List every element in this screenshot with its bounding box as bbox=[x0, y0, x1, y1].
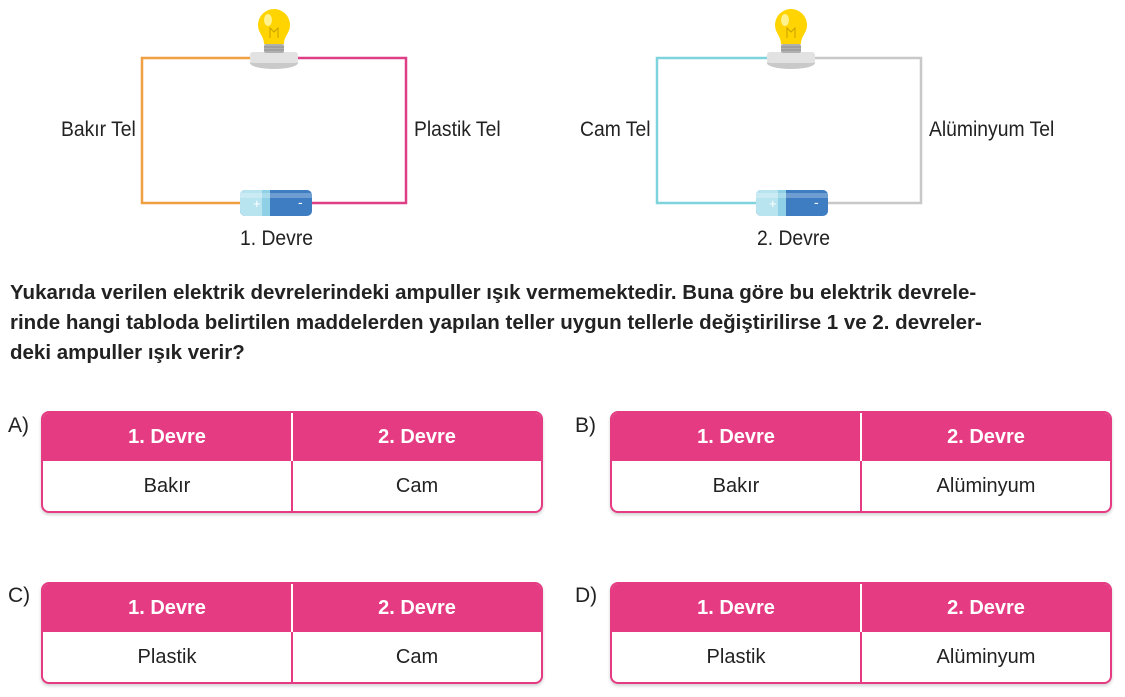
option-c-letter: C) bbox=[8, 584, 31, 607]
right-wire bbox=[296, 56, 408, 205]
right-wire-label: Alüminyum Tel bbox=[929, 118, 1055, 141]
header-cell: 2. Devre bbox=[860, 584, 1110, 632]
svg-text:-: - bbox=[814, 194, 819, 210]
table-row: Bakır Cam bbox=[43, 461, 541, 511]
table-row: Plastik Cam bbox=[43, 632, 541, 682]
header-cell: 2. Devre bbox=[291, 584, 541, 632]
table-header-row: 1. Devre 2. Devre bbox=[43, 413, 541, 461]
table-header-row: 1. Devre 2. Devre bbox=[612, 584, 1110, 632]
option-a-letter: A) bbox=[8, 414, 29, 437]
question-line: Yukarıda verilen elektrik devrelerindeki… bbox=[10, 281, 977, 304]
table-header-row: 1. Devre 2. Devre bbox=[612, 413, 1110, 461]
circuit-name: 1. Devre bbox=[240, 227, 314, 250]
left-wire-label: Cam Tel bbox=[580, 118, 651, 141]
circuit-1: + - Bakır Tel Plastik Tel 1. Devre bbox=[0, 0, 520, 260]
circuit-1-diagram: + - bbox=[140, 9, 408, 216]
light-bulb-icon bbox=[767, 9, 815, 69]
header-cell: 1. Devre bbox=[697, 425, 775, 448]
value-cell: Plastik bbox=[137, 645, 197, 668]
battery-icon: + - bbox=[756, 190, 828, 216]
light-bulb-icon bbox=[250, 9, 298, 69]
table-row: Bakır Alüminyum bbox=[612, 461, 1110, 511]
header-cell: 2. Devre bbox=[860, 413, 1110, 461]
value-cell: Bakır bbox=[143, 474, 191, 497]
circuit-2-diagram: + - bbox=[655, 9, 923, 216]
header-cell: 1. Devre bbox=[128, 425, 206, 448]
header-cell: 1. Devre bbox=[128, 596, 206, 619]
left-wire bbox=[655, 56, 769, 205]
left-wire-label: Bakır Tel bbox=[61, 118, 136, 141]
table-header-row: 1. Devre 2. Devre bbox=[43, 584, 541, 632]
svg-text:+: + bbox=[769, 196, 777, 211]
option-b-letter: B) bbox=[575, 414, 596, 437]
left-wire bbox=[140, 56, 250, 205]
header-cell: 1. Devre bbox=[697, 596, 775, 619]
table-row: Plastik Alüminyum bbox=[612, 632, 1110, 682]
circuit-name: 2. Devre bbox=[757, 227, 831, 250]
option-a-table[interactable]: 1. Devre 2. Devre Bakır Cam bbox=[41, 411, 543, 513]
value-cell: Cam bbox=[291, 632, 541, 682]
value-cell: Alüminyum bbox=[860, 461, 1110, 511]
question-line: deki ampuller ışık verir? bbox=[10, 341, 245, 364]
option-d-letter: D) bbox=[575, 584, 598, 607]
value-cell: Plastik bbox=[706, 645, 766, 668]
question-text: Yukarıda verilen elektrik devrelerindeki… bbox=[10, 278, 1120, 368]
value-cell: Cam bbox=[291, 461, 541, 511]
question-line: rinde hangi tabloda belirtilen maddelerd… bbox=[10, 311, 982, 334]
right-wire bbox=[815, 56, 923, 205]
circuit-2: + - Cam Tel Alüminyum Tel 2. Devre bbox=[520, 0, 1054, 260]
header-cell: 2. Devre bbox=[291, 413, 541, 461]
value-cell: Alüminyum bbox=[860, 632, 1110, 682]
svg-text:+: + bbox=[253, 196, 261, 211]
svg-text:-: - bbox=[298, 194, 303, 210]
battery-icon: + - bbox=[240, 190, 312, 216]
option-d-table[interactable]: 1. Devre 2. Devre Plastik Alüminyum bbox=[610, 582, 1112, 684]
option-c-table[interactable]: 1. Devre 2. Devre Plastik Cam bbox=[41, 582, 543, 684]
value-cell: Bakır bbox=[712, 474, 760, 497]
option-b-table[interactable]: 1. Devre 2. Devre Bakır Alüminyum bbox=[610, 411, 1112, 513]
right-wire-label: Plastik Tel bbox=[414, 118, 501, 141]
